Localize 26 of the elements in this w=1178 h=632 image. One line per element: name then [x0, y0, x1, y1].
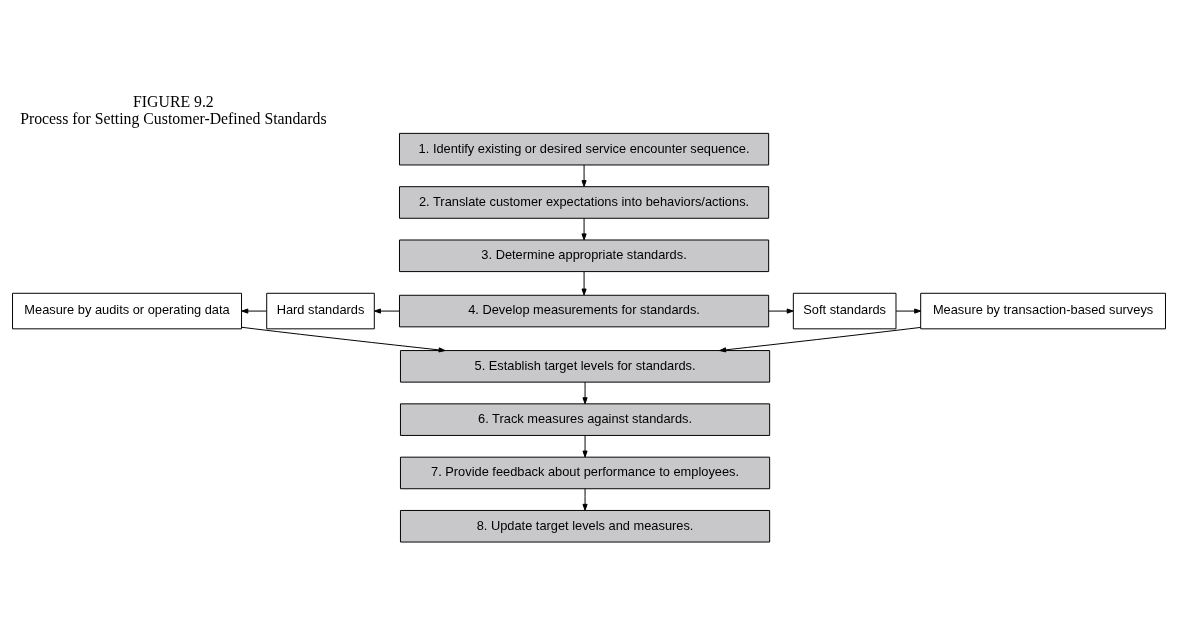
- node-box: 4. Develop measurements for standards.: [398, 294, 770, 328]
- node-box: 3. Determine appropriate standards.: [398, 239, 770, 273]
- node-box: 8. Update target levels and measures.: [399, 509, 771, 543]
- node-box: Hard standards: [266, 292, 375, 330]
- arrow: [581, 217, 587, 241]
- arrow: [768, 308, 794, 314]
- arrow: [895, 308, 922, 314]
- arrow: [241, 326, 446, 353]
- arrow: [582, 435, 588, 458]
- arrow: [582, 488, 588, 511]
- node-box: 6. Track measures against standards.: [399, 403, 771, 436]
- arrow: [581, 164, 587, 187]
- node-box: 2. Translate customer expectations into behaviors/actions.: [398, 186, 770, 219]
- arrow: [719, 326, 922, 353]
- diagram-title: FIGURE 9.2: [133, 92, 214, 110]
- arrow: [582, 381, 588, 405]
- node-box: Measure by transaction-based surveys: [920, 292, 1166, 330]
- arrow: [374, 308, 400, 314]
- node-box: 1. Identify existing or desired service encounter sequence.: [398, 132, 770, 166]
- node-box: Soft standards: [792, 292, 897, 330]
- arrow: [241, 308, 267, 314]
- caption: Process for Setting Customer-Defined Standards: [20, 110, 327, 128]
- node-box: 7. Provide feedback about performance to employees.: [399, 456, 771, 490]
- node-box: Measure by audits or operating data: [12, 292, 243, 330]
- node-box: 5. Establish target levels for standards.: [399, 350, 771, 383]
- arrow: [581, 271, 587, 296]
